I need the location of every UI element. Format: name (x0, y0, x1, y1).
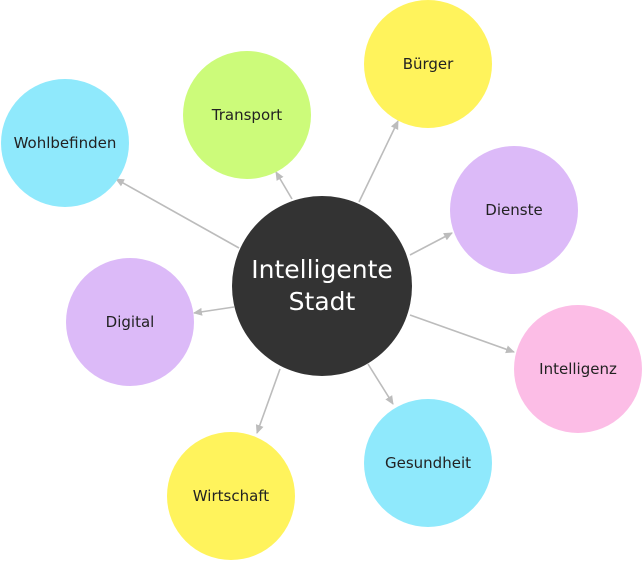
node-digital[interactable]: Digital (66, 258, 194, 386)
node-transport[interactable]: Transport (183, 51, 311, 179)
edge-center-digital (193, 306, 235, 316)
edge-center-dienste (409, 232, 453, 256)
node-label: Transport (211, 106, 283, 124)
central-label-line2: Stadt (288, 287, 356, 316)
central-node[interactable]: Intelligente Stadt (232, 196, 412, 376)
edge-center-intell (409, 314, 515, 354)
edge-center-transport (275, 171, 293, 200)
node-label: Digital (105, 313, 155, 331)
node-dienste[interactable]: Dienste (450, 146, 578, 274)
edge-center-buerger (358, 120, 399, 203)
node-intelligenz[interactable]: Intelligenz (514, 305, 642, 433)
node-label: Intelligenz (539, 360, 617, 378)
node-buerger[interactable]: Bürger (364, 0, 492, 128)
node-label: Gesundheit (385, 454, 471, 472)
node-wohlbefinden[interactable]: Wohlbefinden (1, 79, 129, 207)
node-label: Wohlbefinden (13, 134, 117, 152)
edge-center-gesund (367, 363, 394, 405)
node-wirtschaft[interactable]: Wirtschaft (167, 432, 295, 560)
node-label: Wirtschaft (192, 487, 270, 505)
edge-center-wohl (115, 178, 240, 249)
edge-center-wirt (255, 368, 281, 434)
central-label-line1: Intelligente (251, 255, 393, 284)
node-label: Bürger (402, 55, 454, 73)
node-label: Dienste (485, 201, 543, 219)
node-gesundheit[interactable]: Gesundheit (364, 399, 492, 527)
central-node-label: Intelligente Stadt (251, 254, 393, 318)
